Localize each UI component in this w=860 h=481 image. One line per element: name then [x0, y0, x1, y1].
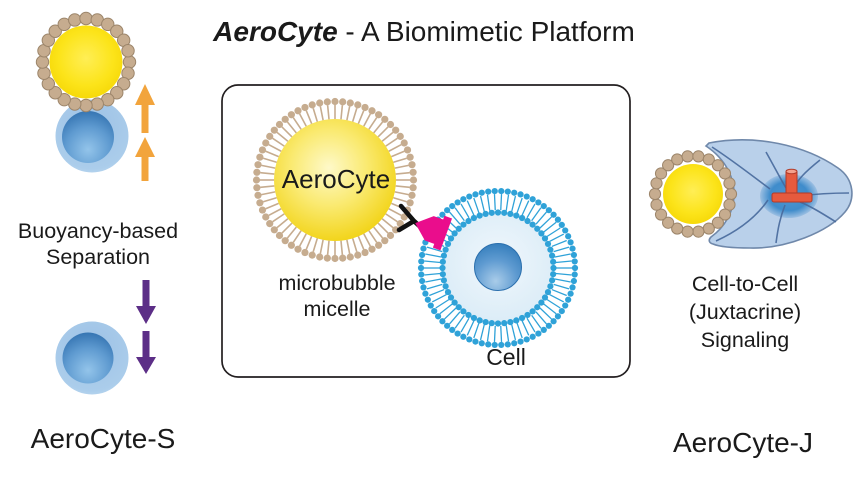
cell-sinking-icon [55, 321, 129, 395]
juxtacrine-caption-line2: (Juxtacrine) [689, 300, 801, 324]
down-arrow-icon [136, 331, 156, 374]
up-arrows-icon [135, 84, 155, 181]
buoyancy-caption-line1: Buoyancy-based [18, 219, 178, 243]
buoyancy-caption-line2: Separation [46, 245, 150, 269]
aerocyte-s-label: AeroCyte-S [31, 423, 176, 454]
micelle-caption-line1: microbubble [278, 271, 395, 295]
juxtacrine-caption-line3: Signaling [701, 328, 789, 352]
signal-receptor-icon [771, 168, 813, 203]
bubble-inner-label: AeroCyte [282, 164, 390, 194]
page-title: AeroCyte - A Biomimetic Platform [212, 16, 635, 47]
microbubble-icon [648, 150, 738, 238]
buoyancy-separation-panel: Buoyancy-based Separation AeroCyte-S [18, 11, 178, 454]
cell-caption: Cell [486, 344, 526, 370]
receptor-icon [415, 215, 453, 251]
aerocyte-j-label: AeroCyte-J [673, 427, 813, 458]
up-arrow-icon [135, 137, 155, 181]
title-brand: AeroCyte [212, 16, 337, 47]
microbubble-icon [35, 11, 137, 113]
juxtacrine-signaling-panel: Cell-to-Cell (Juxtacrine) Signaling Aero… [648, 139, 853, 458]
cell-risen-icon [55, 99, 129, 173]
microbubble-micelle-icon: AeroCyte [252, 97, 418, 263]
title-rest: - A Biomimetic Platform [338, 16, 635, 47]
up-arrow-icon [135, 84, 155, 133]
down-arrows-icon [136, 280, 156, 374]
micelle-caption-line2: micelle [304, 297, 371, 321]
cell-bilayer-icon [417, 187, 579, 349]
juxtacrine-caption-line1: Cell-to-Cell [692, 272, 798, 296]
spread-cell-icon [704, 139, 853, 249]
down-arrow-icon [136, 280, 156, 324]
binding-schematic-panel: AeroCyte microbubble micelle Cell [221, 84, 631, 378]
